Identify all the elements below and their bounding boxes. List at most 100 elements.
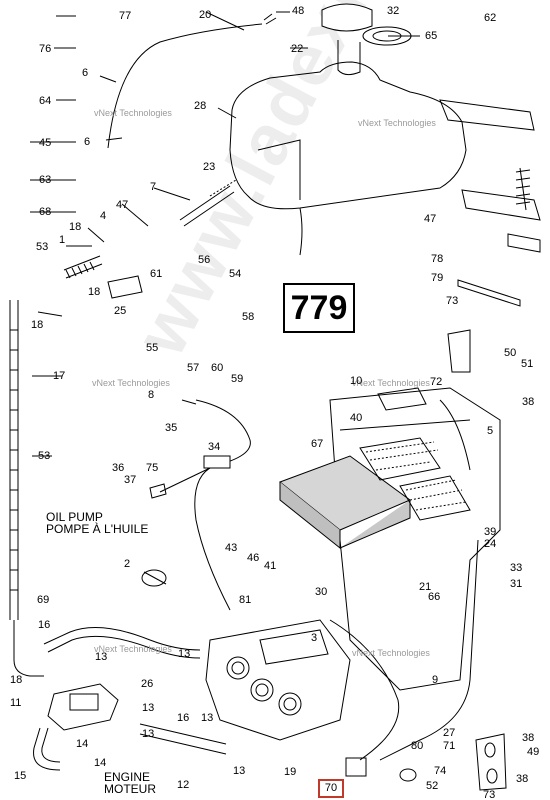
part-label[interactable]: 61 [150,268,163,280]
part-label[interactable]: 10 [350,375,363,387]
part-label[interactable]: 47 [116,199,129,211]
part-label[interactable]: 68 [39,206,52,218]
brand-watermark: vNext Technologies [94,108,172,118]
part-label[interactable]: 63 [39,174,52,186]
part-label[interactable]: 56 [198,254,211,266]
part-label[interactable]: 18 [88,286,101,298]
part-label[interactable]: 38 [522,396,535,408]
part-label[interactable]: 37 [124,474,137,486]
part-label[interactable]: 11 [10,697,22,709]
part-label[interactable]: 45 [39,137,52,149]
part-label[interactable]: 40 [350,412,363,424]
oil-pump [47,683,119,731]
part-label[interactable]: 80 [411,740,424,752]
part-label[interactable]: 60 [211,362,224,374]
part-label[interactable]: 78 [431,253,444,265]
part-label[interactable]: 13 [142,728,155,740]
part-label[interactable]: 6 [84,136,91,148]
part-label[interactable]: 65 [425,30,438,42]
part-label[interactable]: 32 [387,5,400,17]
part-label[interactable]: 34 [208,441,221,453]
part-label[interactable]: 8 [148,389,155,401]
part-label[interactable]: 62 [484,12,497,24]
brand-watermark: vNext Technologies [92,378,170,388]
part-label[interactable]: 17 [53,370,66,382]
part-label[interactable]: 5 [487,425,494,437]
part-label[interactable]: 52 [426,780,439,792]
part-label[interactable]: 18 [31,319,44,331]
part-label[interactable]: 77 [119,10,132,22]
part-label[interactable]: 48 [292,5,305,17]
page-number: 779 [283,283,355,333]
part-label[interactable]: 74 [434,765,447,777]
part-label[interactable]: 4 [100,210,107,222]
part-label[interactable]: 72 [430,376,443,388]
part-label[interactable]: 69 [37,594,50,606]
part-label[interactable]: 21 [419,581,432,593]
part-label[interactable]: 16 [177,712,190,724]
part-label[interactable]: 54 [229,268,242,280]
part-label[interactable]: 3 [311,632,318,644]
part-label[interactable]: 6 [82,67,89,79]
part-label[interactable]: 53 [38,450,51,462]
part-label[interactable]: 38 [516,773,529,785]
part-label[interactable]: 18 [69,221,82,233]
part-label[interactable]: 67 [311,438,324,450]
part-label[interactable]: 1 [59,234,66,246]
part-label[interactable]: 79 [431,272,444,284]
part-label[interactable]: 66 [428,591,441,603]
part-label[interactable]: 76 [39,43,52,55]
part-label[interactable]: 18 [10,674,23,686]
part-label[interactable]: 38 [522,732,535,744]
part-label[interactable]: 49 [527,746,540,758]
carburetors [205,619,351,741]
part-label[interactable]: 16 [38,619,51,631]
part-label[interactable]: 53 [36,241,49,253]
part-label[interactable]: 26 [141,678,154,690]
part-label[interactable]: 30 [315,586,328,598]
part-label[interactable]: 81 [239,594,252,606]
part-label[interactable]: 13 [178,648,191,660]
part-label[interactable]: 19 [284,766,297,778]
part-label[interactable]: 43 [225,542,238,554]
part-label[interactable]: 39 [484,526,497,538]
part-label[interactable]: 58 [242,311,255,323]
part-label[interactable]: 75 [146,462,159,474]
part-label[interactable]: 64 [39,95,52,107]
part-label[interactable]: 59 [231,373,244,385]
part-label[interactable]: 27 [443,727,456,739]
part-label[interactable]: 14 [76,738,89,750]
part-label[interactable]: 13 [142,702,155,714]
part-label[interactable]: 12 [177,779,190,791]
part-label[interactable]: 13 [233,765,246,777]
part-label[interactable]: 50 [504,347,517,359]
part-label[interactable]: 14 [94,757,107,769]
part-label[interactable]: 20 [199,9,212,21]
fuel-tank [229,61,467,210]
part-label[interactable]: 24 [484,538,497,550]
part-label[interactable]: 31 [510,578,523,590]
part-label[interactable]: 36 [112,462,125,474]
part-label[interactable]: 25 [114,305,127,317]
part-label[interactable]: 13 [201,712,214,724]
part-label[interactable]: 35 [165,422,178,434]
part-label[interactable]: 2 [124,558,131,570]
part-label[interactable]: 47 [424,213,437,225]
part-label[interactable]: 28 [194,100,207,112]
part-label[interactable]: 46 [247,552,260,564]
part-label[interactable]: 22 [291,43,304,55]
part-label[interactable]: 7 [150,181,157,193]
part-label[interactable]: 41 [264,560,277,572]
part-label[interactable]: 23 [203,161,216,173]
part-label[interactable]: 57 [187,362,200,374]
part-label[interactable]: 73 [446,295,459,307]
part-label[interactable]: 33 [510,562,523,574]
part-label[interactable]: 55 [146,342,159,354]
part-label[interactable]: 73 [483,789,496,800]
part-label[interactable]: 9 [432,674,439,686]
part-label[interactable]: 15 [14,770,27,782]
part-label[interactable]: 71 [443,740,456,752]
part-label[interactable]: 51 [521,358,534,370]
highlighted-part-label[interactable]: 70 [318,779,344,798]
part-label[interactable]: 13 [95,651,108,663]
